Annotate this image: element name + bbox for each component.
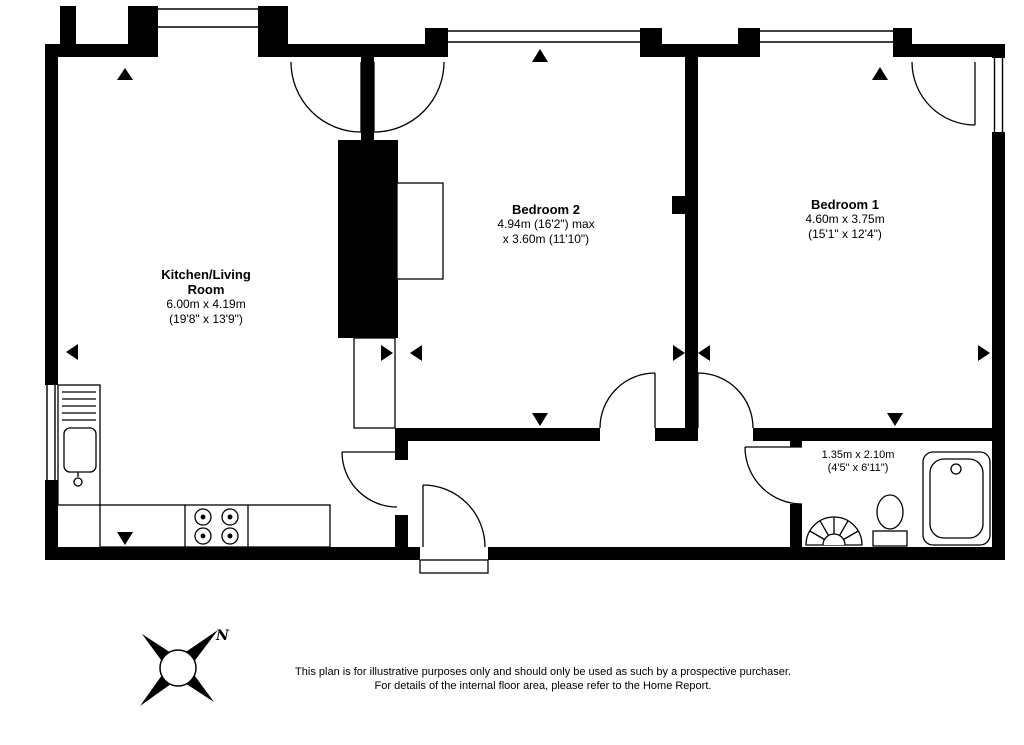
right-wall-window	[993, 58, 1004, 132]
disclaimer: This plan is for illustrative purposes o…	[295, 665, 791, 693]
room-label-bedroom2: Bedroom 2 4.94m (16'2") max x 3.60m (11'…	[497, 202, 594, 247]
compass-icon	[140, 630, 218, 706]
fixtures	[57, 182, 991, 548]
room-name: Kitchen/Living	[161, 267, 251, 282]
room-name: Room	[187, 282, 225, 297]
bathtub-icon	[922, 451, 991, 546]
room-dimensions: (19'8" x 13'9")	[169, 312, 243, 326]
toilet-icon	[872, 494, 908, 547]
arrow-right-icon	[381, 345, 393, 361]
doors	[290, 61, 976, 574]
arrow-left-icon	[66, 344, 78, 360]
kitchen-window	[158, 8, 258, 28]
room-dimensions: 4.94m (16'2") max	[497, 217, 595, 231]
arrow-right-icon	[673, 345, 685, 361]
room-dimensions: 1.35m x 2.10m	[821, 449, 895, 461]
arrow-down-icon	[532, 413, 548, 426]
arrow-down-icon	[117, 532, 133, 545]
bedroom1-window	[760, 30, 893, 43]
room-dimensions: (4'5" x 6'11")	[827, 462, 889, 474]
room-name: Bedroom 1	[811, 197, 879, 212]
sink-icon	[62, 391, 97, 487]
room-name: Bedroom 2	[512, 202, 580, 217]
kitchen-counter	[57, 384, 331, 548]
double-door-right	[373, 61, 445, 133]
disclaimer-line: This plan is for illustrative purposes o…	[295, 666, 791, 678]
kitchen-door	[341, 451, 398, 508]
bedroom1-cupboard-door	[911, 61, 976, 126]
room-label-bathroom: 1.35m x 2.10m (4'5" x 6'11")	[822, 449, 895, 475]
windows	[46, 8, 1004, 480]
room-dimensions: 4.60m x 3.75m	[805, 212, 885, 226]
entrance-door	[419, 484, 489, 574]
double-door-left	[290, 61, 362, 133]
room-dimensions: (15'1" x 12'4")	[808, 227, 882, 241]
bedroom2-door	[599, 372, 656, 429]
left-wall-window	[46, 385, 56, 480]
walls	[45, 6, 1005, 560]
stove-icon	[184, 505, 249, 547]
arrow-down-icon	[887, 413, 903, 426]
basin-icon	[805, 516, 863, 546]
arrow-right-icon	[978, 345, 990, 361]
arrow-left-icon	[698, 345, 710, 361]
arrow-up-icon	[117, 68, 133, 80]
room-label-kitchen-living: Kitchen/Living Room 6.00m x 4.19m (19'8"…	[161, 267, 251, 327]
bathroom-door	[744, 446, 803, 505]
room-label-bedroom1: Bedroom 1 4.60m x 3.75m (15'1" x 12'4")	[805, 197, 884, 242]
compass-north-label: N	[216, 628, 229, 644]
arrow-left-icon	[410, 345, 422, 361]
bedroom1-door	[697, 372, 754, 429]
room-dimensions: x 3.60m (11'10")	[502, 232, 590, 246]
bedroom2-wardrobe	[396, 182, 444, 280]
room-dimensions: 6.00m x 4.19m	[166, 297, 246, 311]
bedroom2-window	[448, 30, 640, 43]
arrow-up-icon	[872, 67, 888, 80]
measurement-arrows	[66, 49, 990, 545]
arrow-up-icon	[532, 49, 548, 62]
disclaimer-line: For details of the internal floor area, …	[374, 680, 712, 692]
